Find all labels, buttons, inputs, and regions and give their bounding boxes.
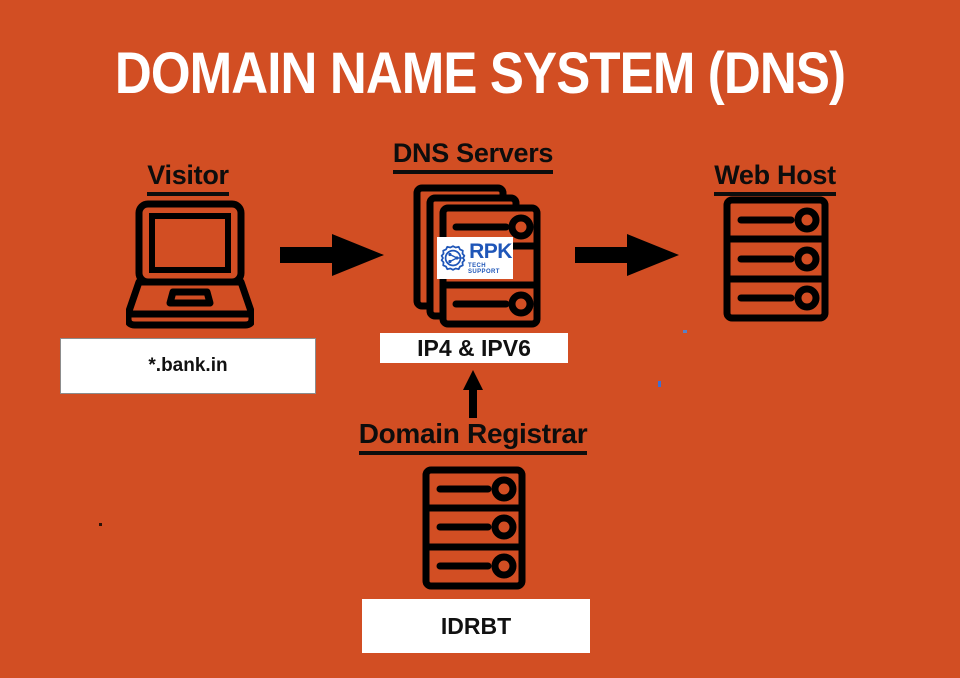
web-host-label-text: Web Host	[714, 160, 836, 196]
domain-registrar-label: Domain Registrar	[320, 418, 626, 455]
laptop-icon	[124, 198, 256, 330]
dns-ip-version-box: IP4 & IPV6	[380, 333, 568, 363]
registrar-name-text: IDRBT	[440, 612, 512, 639]
web-host-label: Web Host	[675, 160, 875, 196]
visitor-label: Visitor	[88, 160, 288, 196]
registrar-server-rack-icon	[422, 466, 526, 590]
web-host-server-rack-icon	[723, 196, 829, 322]
rpk-watermark-logo: RPK TECH SUPPORT	[437, 237, 513, 279]
gear-circuit-icon	[440, 245, 466, 271]
artifact-speck-left	[99, 523, 102, 526]
artifact-speck-mid-lower	[658, 381, 661, 387]
dns-ip-version-text: IP4 & IPV6	[417, 334, 531, 361]
visitor-label-text: Visitor	[147, 160, 229, 196]
page-title: DOMAIN NAME SYSTEM (DNS)	[114, 41, 846, 106]
artifact-speck-mid	[683, 330, 687, 333]
visitor-domain-text: *.bank.in	[148, 355, 228, 376]
visitor-domain-box: *.bank.in	[60, 338, 316, 394]
dns-servers-label-text: DNS Servers	[392, 138, 553, 174]
dns-servers-label: DNS Servers	[353, 138, 593, 174]
rpk-brand-text: RPK	[469, 240, 512, 263]
domain-registrar-label-text: Domain Registrar	[358, 418, 588, 455]
registrar-name-box: IDRBT	[362, 599, 590, 653]
arrow-registrar-to-dns	[458, 370, 488, 418]
arrow-visitor-to-dns	[280, 232, 384, 278]
arrow-dns-to-webhost	[575, 232, 679, 278]
rpk-tagline-text: TECH SUPPORT	[468, 263, 500, 275]
